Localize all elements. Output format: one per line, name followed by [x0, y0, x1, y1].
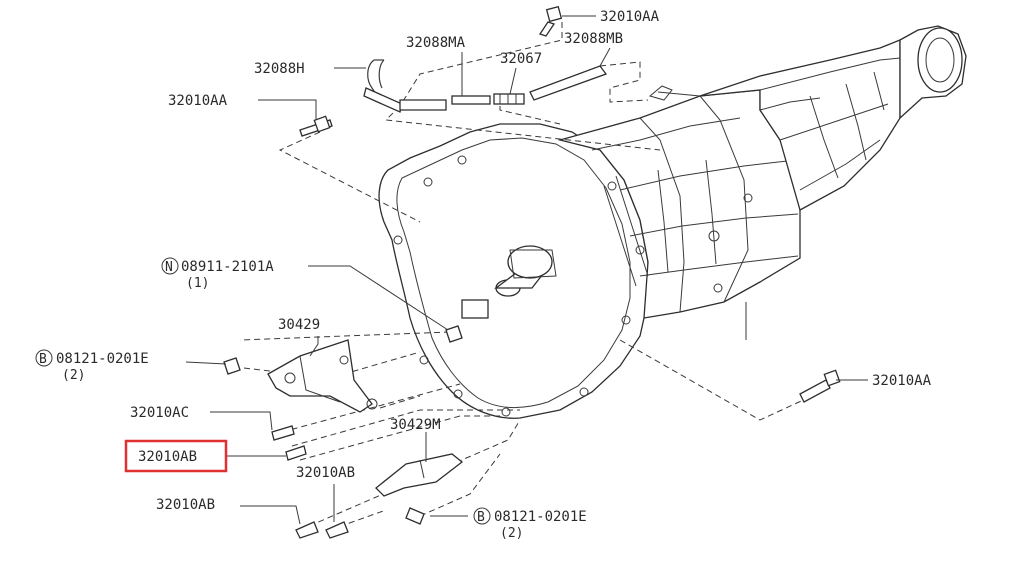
label-32088h: 32088H	[254, 61, 305, 77]
fittings	[223, 5, 841, 539]
label-32010aa-right: 32010AA	[872, 373, 932, 389]
transmission-case	[378, 25, 967, 419]
label-32010aa-left: 32010AA	[168, 93, 228, 109]
label-32010ab-low: 32010AB	[156, 497, 215, 513]
label-30429: 30429	[278, 317, 320, 333]
label-30429m: 30429M	[390, 417, 441, 433]
label-32067: 32067	[500, 51, 542, 67]
guide-lines	[239, 22, 813, 531]
part-labels: 32010AA 32088MA 32067 32088MB 32088H 320…	[35, 9, 932, 541]
n-badge-icon	[161, 257, 179, 275]
label-08911-2101a: 08911-2101A	[181, 259, 274, 275]
label-32088ma: 32088MA	[406, 35, 466, 51]
label-32010aa-top: 32010AA	[600, 9, 660, 25]
b-badge-right-icon	[473, 507, 491, 525]
label-08911-qty: (1)	[186, 276, 209, 291]
n-badge-letter: N	[165, 260, 173, 275]
highlight-box	[124, 439, 228, 473]
label-08121-0201e-right: 08121-0201E	[494, 509, 587, 525]
label-08121-0201e-left: 08121-0201E	[56, 351, 149, 367]
b-badge-left-letter: B	[39, 352, 47, 367]
label-32088mb: 32088MB	[564, 31, 623, 47]
label-32010ab-mid: 32010AB	[296, 465, 355, 481]
b-badge-left-icon	[35, 349, 53, 367]
label-08121-left-qty: (2)	[62, 368, 85, 383]
b-badge-right-letter: B	[477, 510, 485, 525]
label-08121-right-qty: (2)	[500, 526, 523, 541]
label-32010ac: 32010AC	[130, 405, 189, 421]
leader-lines	[185, 15, 868, 525]
label-32010ab-highlight: 32010AB	[138, 449, 197, 465]
